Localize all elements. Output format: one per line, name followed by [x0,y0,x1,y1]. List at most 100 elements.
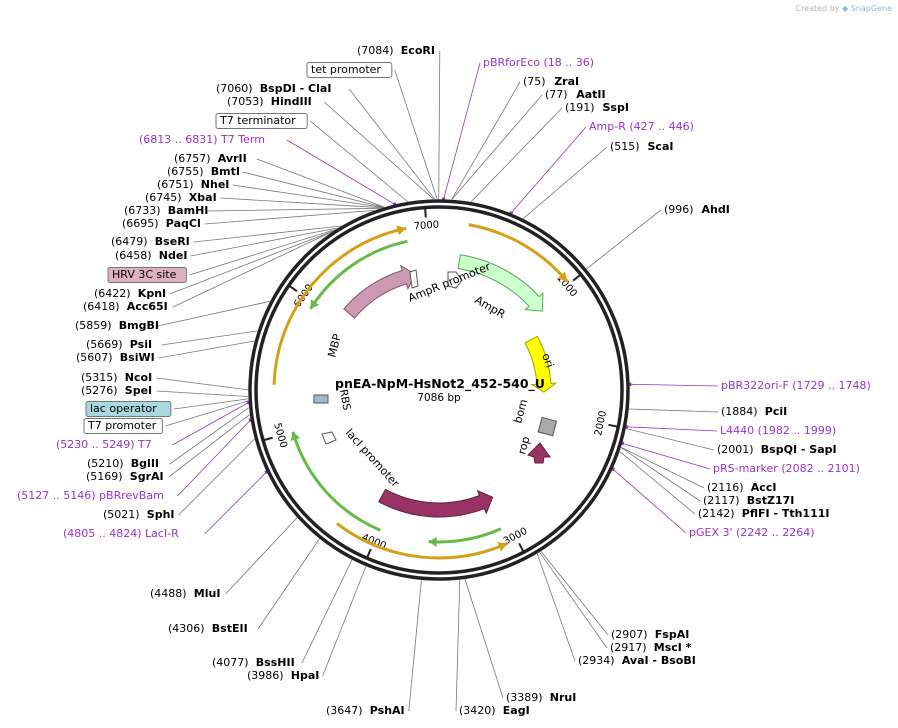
leader-line [225,517,298,595]
site-position: (6751) [157,178,194,191]
site-name: EcoRI [401,44,435,57]
site-name: ZraI [554,75,579,88]
site-name: NcoI [125,371,152,384]
site-name: PaqCI [166,217,201,230]
leader-lines [156,50,719,712]
leader-line [178,438,255,516]
leader-line [394,69,438,200]
leader-line [204,471,267,535]
leader-line [177,419,251,497]
leader-line [451,81,521,200]
leader-line [626,428,715,451]
site-name: PsiI [130,338,152,351]
site-name: BssHII [256,656,295,669]
tick-label: 7000 [413,220,439,233]
primer-mark [624,424,629,429]
small-features [313,269,558,464]
leader-line [156,390,249,397]
site-avai-bsobi: (2934)AvaI - BsoBI [578,654,696,667]
feature-arrows [343,254,558,518]
site-name: BmtI [211,165,240,178]
tick-label: 2000 [593,410,609,437]
site-sspi: (191)SspI [565,101,629,114]
leader-line [193,225,342,243]
leader-line [232,184,384,208]
feature-box [85,401,172,417]
site-name: MscI * [654,641,692,654]
site-position: (2117) [703,494,740,507]
site-name: AccI [751,481,777,494]
site-position: (77) [545,88,568,101]
site-name: BspQI - SapI [761,443,837,456]
site-position: (5859) [75,319,112,332]
primer-mark [248,418,253,423]
site-name: BstZ17I [747,494,795,507]
site-position: (3647) [326,704,363,717]
leader-line [619,451,696,515]
leader-line [190,227,339,257]
site-position: (4077) [212,656,249,669]
site-name: PciI [765,405,787,418]
site-position: (996) [664,203,694,216]
lacI-promoter-glyph [321,431,337,445]
leader-line [173,398,249,410]
site-tet-promoter: tet promoter [306,62,393,78]
site-msci: (2917)MscI * [610,641,692,654]
orf-arc [428,527,502,544]
primer-label: (5127 .. 5146) pBRrevBam [17,489,164,502]
site-name: SpeI [125,384,152,397]
site-spei: (5276) SpeI [81,384,152,397]
site-bmti: (6755)BmtI [167,165,240,178]
site-position: (2934) [578,654,615,667]
orf-arrowhead [290,431,301,442]
leader-line [256,158,385,208]
leader-line [451,94,543,200]
site-sphi: (5021)SphI [103,508,175,521]
site-position: (3389) [506,691,543,704]
site-bglii: (5210)BglII [87,457,159,470]
orf-arcs [272,223,569,560]
site-5230-5249-t7: (5230 .. 5249) T7 [56,438,152,451]
site-position: (191) [565,101,595,114]
leader-line [438,50,441,200]
site-position: (4306) [168,622,205,635]
site-aatii: (77)AatII [545,88,606,101]
site-name: BamHI [168,204,209,217]
leader-line [622,443,711,470]
site-position: (5276) [81,384,118,397]
leader-line [172,231,333,308]
leader-line [612,468,687,534]
site-mlui: (4488)MluI [150,587,220,600]
site-psii: (5669)PsiI [86,338,152,351]
leader-line [621,447,705,489]
site-position: (6422) [94,287,131,300]
site-position: (6695) [122,217,159,230]
site-position: (7060) [216,82,253,95]
site-bspqi-sapi: (2001)BspQI - SapI [717,443,837,456]
leader-line [536,553,576,662]
leader-line [286,139,395,205]
feature-label-ampr: AmpR [473,293,508,321]
feature-box [107,267,187,283]
feature-box [83,418,163,434]
leader-line [165,400,249,427]
leader-line [156,377,249,391]
site-name: HindIII [271,95,312,108]
feature-label-ori: ori [539,352,556,370]
site-position: (6418) [83,300,120,313]
tick-mark [365,548,372,559]
site-position: (6745) [145,191,182,204]
site-name: Acc65I [127,300,168,313]
site-fspai: (2907)FspAI [611,628,689,641]
site-zrai: (75)ZraI [523,75,579,88]
feature-arrow-ori [524,335,558,393]
leader-line [322,566,367,677]
site-pflfi-tth111i: (2142)PflFI - Tth111I [698,507,830,520]
site-eagi: (3420)EagI [459,704,530,717]
leader-line [161,330,258,346]
site-bsiwi: (5607)BsiWI [76,351,155,364]
orf-arrowhead [396,225,407,236]
leader-line [464,579,504,699]
site-name: PflFI - Tth111I [742,507,830,520]
